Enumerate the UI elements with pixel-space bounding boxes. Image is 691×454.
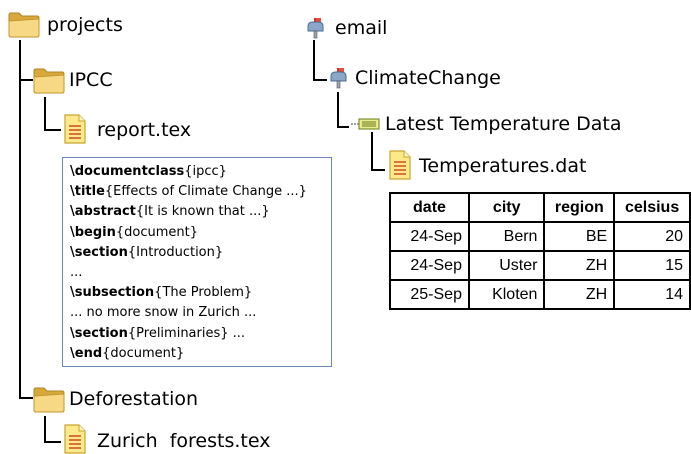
tex-argument: ... no more snow in Zurich ... — [70, 305, 257, 321]
table-cell: 15 — [613, 250, 691, 281]
tex-line: ... — [70, 263, 331, 283]
folder-icon — [33, 385, 65, 413]
tex-line: \section{Introduction} — [70, 243, 331, 263]
tex-command: \subsection — [70, 285, 155, 301]
table-cell: Uster — [467, 250, 546, 281]
table-row: 24-Sep Uster ZH 15 — [389, 250, 691, 281]
table-cell: BE — [543, 221, 616, 252]
document-icon — [63, 424, 87, 454]
node-projects[interactable]: projects — [47, 14, 123, 36]
table-cell: Bern — [467, 221, 546, 252]
tex-line: \title{Effects of Climate Change ...} — [70, 182, 331, 202]
tex-line: \section{Preliminaries} ... — [70, 324, 331, 344]
connector-line — [44, 416, 46, 442]
table-row: 24-Sep Bern BE 20 — [389, 221, 691, 252]
connector-line — [337, 126, 349, 128]
tex-argument: {Introduction} — [127, 244, 224, 260]
tex-source-box: \documentclass{ipcc}\title{Effects of Cl… — [62, 157, 332, 367]
tex-argument: {document} — [102, 345, 185, 361]
folder-icon — [8, 10, 40, 38]
document-icon — [63, 114, 87, 144]
tex-argument: {It is known that ...} — [135, 204, 270, 220]
tex-argument: {document} — [115, 224, 199, 240]
tex-command: \documentclass — [70, 164, 185, 179]
tex-command: \begin — [70, 224, 116, 240]
node-deforestation[interactable]: Deforestation — [69, 388, 199, 410]
node-zurich-forests-tex[interactable]: Zurich forests.tex — [97, 430, 271, 452]
folder-icon — [33, 66, 65, 94]
node-temperatures-dat[interactable]: Temperatures.dat — [419, 155, 587, 177]
attachment-icon — [351, 117, 381, 131]
tex-line: \subsection{The Problem} — [70, 283, 331, 303]
tex-command: \title — [70, 184, 105, 200]
table-cell: 24-Sep — [389, 250, 470, 281]
table-cell: 20 — [613, 221, 691, 252]
connector-line — [44, 97, 46, 130]
node-ipcc[interactable]: IPCC — [69, 69, 113, 91]
connector-line — [19, 397, 33, 399]
tex-command: \section — [70, 325, 128, 341]
connector-line — [371, 132, 373, 170]
connector-line — [44, 129, 61, 131]
connector-line — [19, 79, 33, 81]
table-cell: 14 — [613, 279, 691, 310]
tex-line: \end{document} — [70, 344, 331, 364]
tex-argument: {Preliminaries} ... — [127, 325, 246, 341]
connector-line — [337, 92, 339, 127]
column-header-celsius: celsius — [613, 192, 691, 223]
column-header-region: region — [543, 192, 616, 223]
mailbox-icon — [328, 67, 350, 89]
tex-argument: {ipcc} — [184, 164, 227, 179]
connector-line — [371, 169, 385, 171]
connector-line — [313, 79, 327, 81]
connector-line — [313, 40, 315, 80]
node-email[interactable]: email — [335, 17, 388, 39]
document-icon — [388, 150, 412, 180]
tex-line: \abstract{It is known that ...} — [70, 202, 331, 222]
table-cell: Kloten — [467, 279, 546, 310]
tex-command: \abstract — [70, 204, 136, 220]
column-header-date: date — [389, 192, 470, 223]
mailbox-icon — [305, 17, 327, 39]
tex-line: \begin{document} — [70, 223, 331, 243]
connector-line — [44, 441, 61, 443]
column-header-city: city — [467, 192, 546, 223]
table-cell: 24-Sep — [389, 221, 470, 252]
table-row: 25-Sep Kloten ZH 14 — [389, 279, 691, 310]
tex-argument: {Effects of Climate Change ...} — [104, 184, 307, 200]
table-header-row: date city region celsius — [389, 192, 691, 223]
node-climatechange[interactable]: ClimateChange — [355, 67, 501, 89]
tex-command: \end — [70, 345, 103, 361]
temperature-table: date city region celsius 24-Sep Bern BE … — [389, 192, 691, 310]
table-cell: ZH — [543, 279, 616, 310]
tex-argument: ... — [70, 265, 83, 281]
table-cell: 25-Sep — [389, 279, 470, 310]
node-report-tex[interactable]: report.tex — [97, 119, 192, 141]
tex-line: ... no more snow in Zurich ... — [70, 303, 331, 323]
tex-argument: {The Problem} — [154, 285, 253, 301]
tex-line: \documentclass{ipcc} — [70, 162, 331, 182]
node-latest-temperature-data[interactable]: Latest Temperature Data — [385, 113, 622, 135]
connector-line — [19, 40, 21, 398]
table-cell: ZH — [543, 250, 616, 281]
tex-command: \section — [70, 244, 128, 260]
